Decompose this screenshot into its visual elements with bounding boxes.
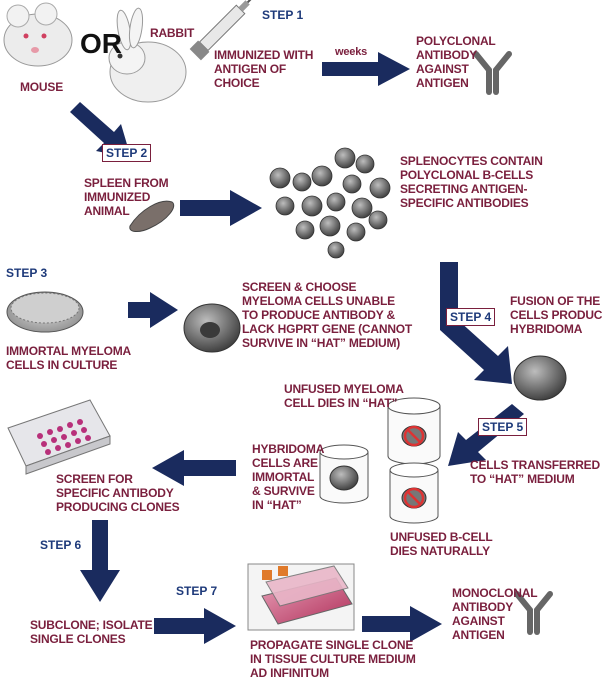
arrow-to-subclone — [80, 520, 120, 602]
mouse-picture — [3, 2, 73, 67]
culture-flasks-picture — [247, 563, 355, 631]
step-3-label: STEP 3 — [6, 266, 48, 280]
arrow-to-myeloma — [128, 292, 178, 328]
splenocyte-cluster — [269, 147, 391, 259]
step-5-label: STEP 5 — [478, 418, 528, 436]
culture-dish-picture — [6, 291, 84, 333]
unfused-bcell-label: UNFUSED B-CELL DIES NATURALLY — [390, 530, 493, 558]
step-4-label: STEP 4 — [446, 308, 496, 326]
arrow-to-screen — [152, 450, 236, 486]
spleen-label: SPLEEN FROM IMMUNIZED ANIMAL — [84, 176, 169, 218]
mouse-label: MOUSE — [20, 80, 64, 94]
step-1-label: STEP 1 — [262, 8, 304, 22]
arrow-weeks — [322, 52, 410, 86]
myeloma-culture-label: IMMORTAL MYELOMA CELLS IN CULTURE — [6, 344, 132, 372]
antibody-icon — [473, 51, 512, 95]
arrow-to-monoclonal — [362, 606, 442, 642]
arrow-to-propagate — [154, 608, 236, 644]
step-2-label: STEP 2 — [102, 144, 152, 162]
or-label: OR — [80, 28, 122, 59]
hat-dish-bcell — [389, 462, 439, 524]
step-7-label: STEP 7 — [176, 584, 218, 598]
hat-dish-myeloma — [387, 397, 441, 465]
splenocytes-label: SPLENOCYTES CONTAIN POLYCLONAL B-CELLS S… — [400, 154, 543, 210]
screen-myeloma-label: SCREEN & CHOOSE MYELOMA CELLS UNABLE TO … — [242, 280, 413, 350]
syringe-picture — [189, 0, 267, 61]
transferred-label: CELLS TRANSFERRED TO “HAT” MEDIUM — [470, 458, 600, 486]
screen-specific-label: SCREEN FOR SPECIFIC ANTIBODY PRODUCING C… — [56, 472, 180, 514]
hybridoma-immortal-label: HYBRIDOMA CELLS ARE IMMORTAL & SURVIVE I… — [252, 442, 325, 512]
propagate-label: PROPAGATE SINGLE CLONE IN TISSUE CULTURE… — [250, 638, 416, 680]
rabbit-label: RABBIT — [150, 26, 195, 40]
unfused-myeloma-label: UNFUSED MYELOMA CELL DIES IN “HAT” — [284, 382, 404, 410]
well-plate-picture — [7, 399, 111, 475]
myeloma-cell-picture — [183, 303, 241, 353]
weeks-label: weeks — [335, 46, 368, 58]
immunized-label: IMMUNIZED WITH ANTIGEN OF CHOICE — [214, 48, 314, 90]
arrow-fusion — [440, 262, 512, 384]
subclone-label: SUBCLONE; ISOLATE SINGLE CLONES — [30, 618, 153, 646]
fusion-label: FUSION OF THE CELLS PRODUCES HYBRIDOMA — [510, 294, 602, 336]
hat-dish-hybridoma — [319, 444, 369, 504]
spleen-picture — [129, 200, 175, 232]
polyclonal-label: POLYCLONAL ANTIBODY AGAINST ANTIGEN — [416, 34, 496, 90]
antibody-icon-monoclonal — [514, 591, 553, 635]
hybridoma-cell-picture — [513, 355, 567, 401]
arrow-to-splenocytes — [180, 190, 262, 226]
step-6-label: STEP 6 — [40, 538, 82, 552]
rabbit-picture — [108, 7, 187, 103]
monoclonal-label: MONOCLONAL ANTIBODY AGAINST ANTIGEN — [452, 586, 538, 642]
